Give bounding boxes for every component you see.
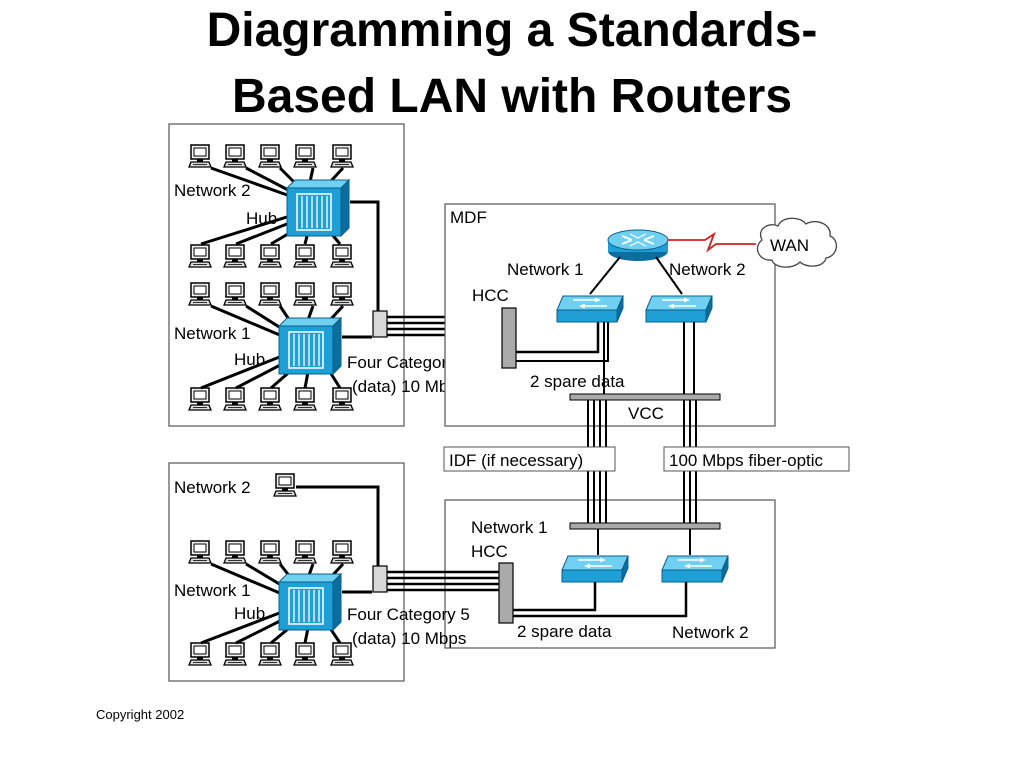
router-icon [607,229,669,261]
idf-callout-label: IDF (if necessary) [449,451,583,470]
mdf-hcc-patch-panel [501,307,517,369]
idf-callout-box [443,446,616,472]
riser-cables-into-idf [587,499,697,523]
wan-cloud-icon [756,217,837,268]
idf-hcc-to-switch1 [513,582,597,612]
mdf-hcc-label: HCC [472,286,509,305]
idf-hcc-patch-panel [498,562,514,624]
bottom-network2-pc [273,473,297,497]
bottom-cable-label-line1: Four Category 5 [347,605,470,624]
bottom-network2-uplink [296,485,380,567]
mdf-hcc-to-switch1 [516,322,600,354]
mdf-switch2-icon [645,295,713,323]
bottom-network1-label: Network 1 [174,581,251,600]
idf-hcc-to-switch2 [513,582,688,618]
bottom-hub-label: Hub [234,604,265,623]
slide-title-line-1: Diagramming a Standards- [206,4,818,57]
bottom-cable-label-line2: (data) 10 Mbps [352,629,466,648]
top-network1-label: Network 1 [174,324,251,343]
bottom-hub-icon [278,573,342,631]
bottom-network2-label: Network 2 [174,478,251,497]
idf-switch2-icon [661,555,729,583]
idf-vcc-panel [569,522,721,530]
top-cable-label-line2: (data) 10 Mbps [352,377,466,396]
mdf-switch1-icon [556,295,624,323]
wan-link [668,231,756,253]
fiber-callout-label: 100 Mbps fiber-optic [669,451,824,470]
mdf-spare-label: 2 spare data [530,372,625,391]
top-patch-connector [372,310,388,338]
slide-title-line-2: Based LAN with Routers [231,70,793,123]
bottom-patch-connector [372,565,388,593]
idf-network2-label: Network 2 [672,623,749,642]
idf-spare-label: 2 spare data [517,622,612,641]
fiber-callout-box [663,446,850,472]
idf-switch1-icon [561,555,629,583]
mdf-label: MDF [450,208,487,227]
mdf-network1-label: Network 1 [507,260,584,279]
mdf-network2-label: Network 2 [669,260,746,279]
wan-label: WAN [770,236,809,255]
idf-hcc-label: HCC [471,542,508,561]
top-hub1-label: Hub [234,350,265,369]
top-hub2-uplink [350,200,380,312]
top-hub2-icon [286,179,350,237]
router-to-switch1 [589,256,621,295]
idf-network1-label: Network 1 [471,518,548,537]
mdf-vcc-panel [569,393,721,401]
top-network2-label: Network 2 [174,181,251,200]
top-hub1-cables [200,304,345,390]
top-cable-label-line1: Four Category 5 [347,353,470,372]
mdf-vcc-label: VCC [628,404,664,423]
bottom-cat5-cables [387,570,499,592]
top-hub2-label: Hub [246,209,277,228]
mdf-hcc-to-switch2 [516,322,609,362]
top-hub1-icon [278,317,342,375]
copyright-footer: Copyright 2002 [96,707,185,722]
router-to-switch2 [655,256,683,295]
